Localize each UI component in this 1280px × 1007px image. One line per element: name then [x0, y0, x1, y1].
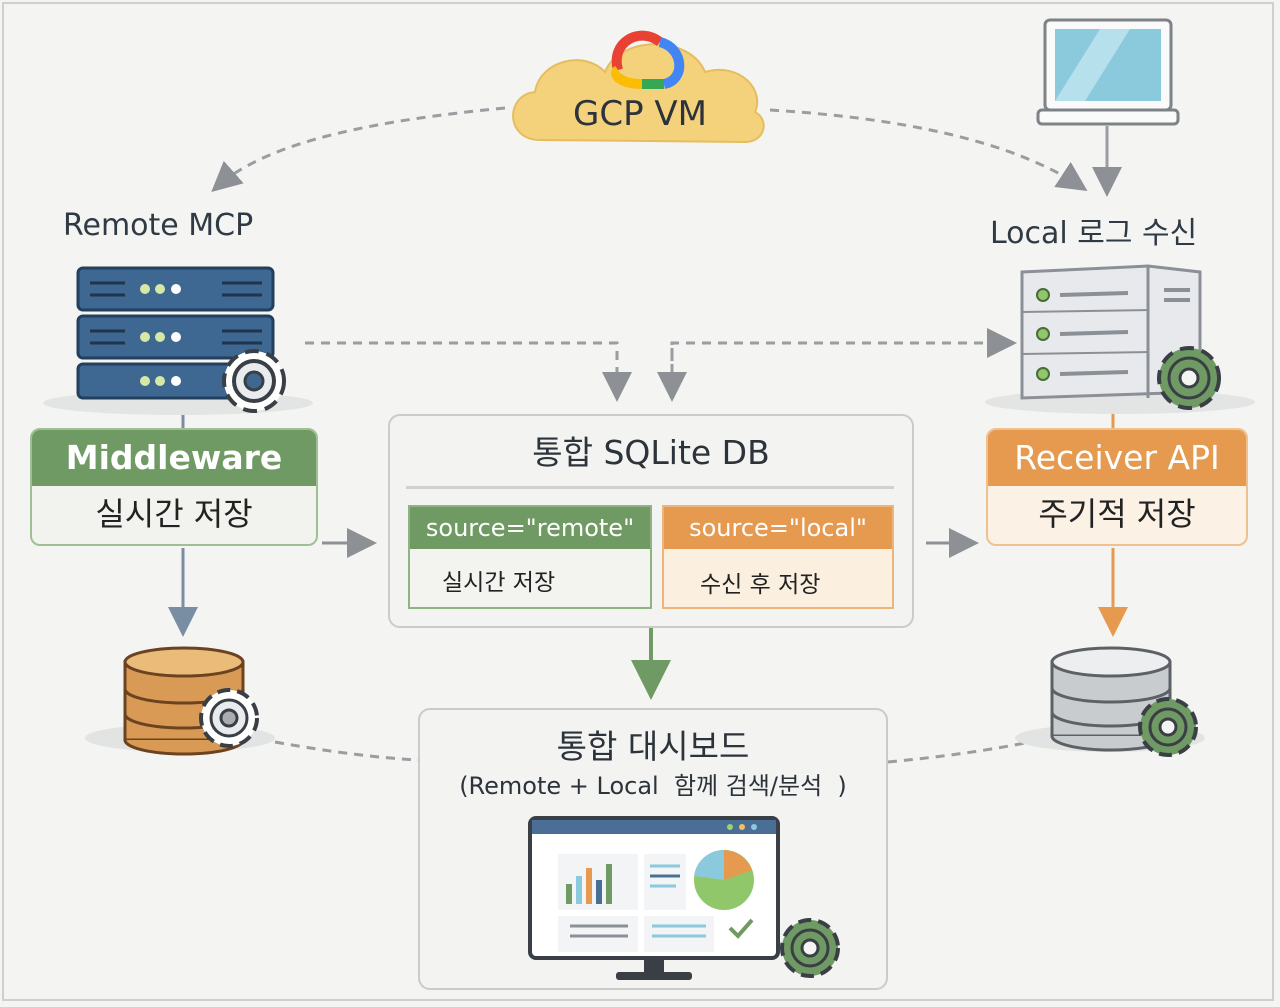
gear-icon — [1157, 346, 1221, 410]
remote-source-box: source="remote" 실시간 저장 — [408, 505, 652, 609]
dashboard-subtitle: (Remote + Local 함께 검색/분석 ) — [459, 772, 847, 800]
cloud-to-remote-connector — [211, 106, 506, 192]
gcp-cloud-icon — [512, 43, 765, 144]
receiver-api-header: Receiver API — [988, 430, 1246, 486]
middleware-header: Middleware — [32, 430, 316, 486]
gear-icon — [222, 349, 286, 413]
dashboard-panel: 통합 대시보드 (Remote + Local 함께 검색/분석 ) — [418, 708, 888, 990]
remote-to-db-connector — [305, 341, 632, 402]
gear-icon — [780, 918, 840, 978]
middleware-card: Middleware 실시간 저장 — [30, 428, 318, 546]
db-title: 통합 SQLite DB — [532, 433, 770, 472]
local-log-title: Local 로그 수신 — [990, 216, 1198, 251]
remote-source-desc: 실시간 저장 — [442, 570, 556, 596]
middleware-desc: 실시간 저장 — [95, 495, 253, 533]
gcp-logo-icon — [611, 30, 685, 89]
cloud-label: GCP VM — [573, 94, 707, 134]
local-source-tag: source="local" — [664, 507, 892, 549]
local-source-desc: 수신 후 저장 — [700, 572, 821, 598]
db-to-local-connector — [670, 328, 1017, 393]
db-divider — [406, 486, 894, 489]
dashboard-monitor-icon — [528, 816, 780, 980]
laptop-icon — [1036, 18, 1180, 126]
remote-mcp-title: Remote MCP — [63, 208, 254, 243]
local-server-icon — [985, 264, 1255, 414]
cloud-to-local-connector — [769, 108, 1088, 191]
gear-icon — [1138, 697, 1198, 757]
remote-source-tag: source="remote" — [410, 507, 650, 549]
receiver-api-desc: 주기적 저장 — [1038, 495, 1196, 533]
gear-icon — [199, 688, 259, 748]
dashboard-title: 통합 대시보드 — [556, 727, 750, 766]
local-source-box: source="local" 수신 후 저장 — [662, 505, 894, 609]
local-database-icon — [1015, 646, 1205, 752]
receiver-api-card: Receiver API 주기적 저장 — [986, 428, 1248, 546]
sqlite-db-panel: 통합 SQLite DB source="remote" 실시간 저장 sour… — [388, 414, 914, 628]
